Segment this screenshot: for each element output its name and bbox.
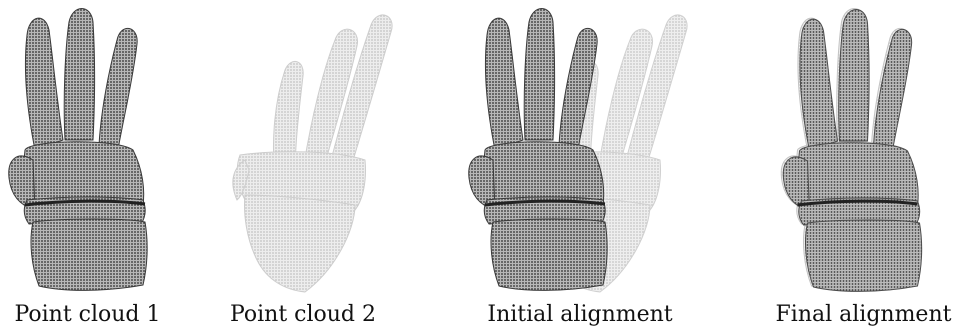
point-cloud-2-image xyxy=(215,0,415,300)
panel-final-alignment xyxy=(770,0,965,336)
point-cloud-1-image xyxy=(0,0,170,300)
panel-point-cloud-2 xyxy=(215,0,425,336)
caption-initial-alignment: Initial alignment xyxy=(470,301,690,329)
panel-initial-alignment xyxy=(460,0,710,336)
initial-alignment-image xyxy=(460,0,710,300)
caption-point-cloud-1: Point cloud 1 xyxy=(0,301,175,329)
caption-final-alignment: Final alignment xyxy=(762,301,965,329)
final-alignment-image xyxy=(770,0,945,300)
panel-point-cloud-1 xyxy=(0,0,190,336)
caption-point-cloud-2: Point cloud 2 xyxy=(213,301,393,329)
